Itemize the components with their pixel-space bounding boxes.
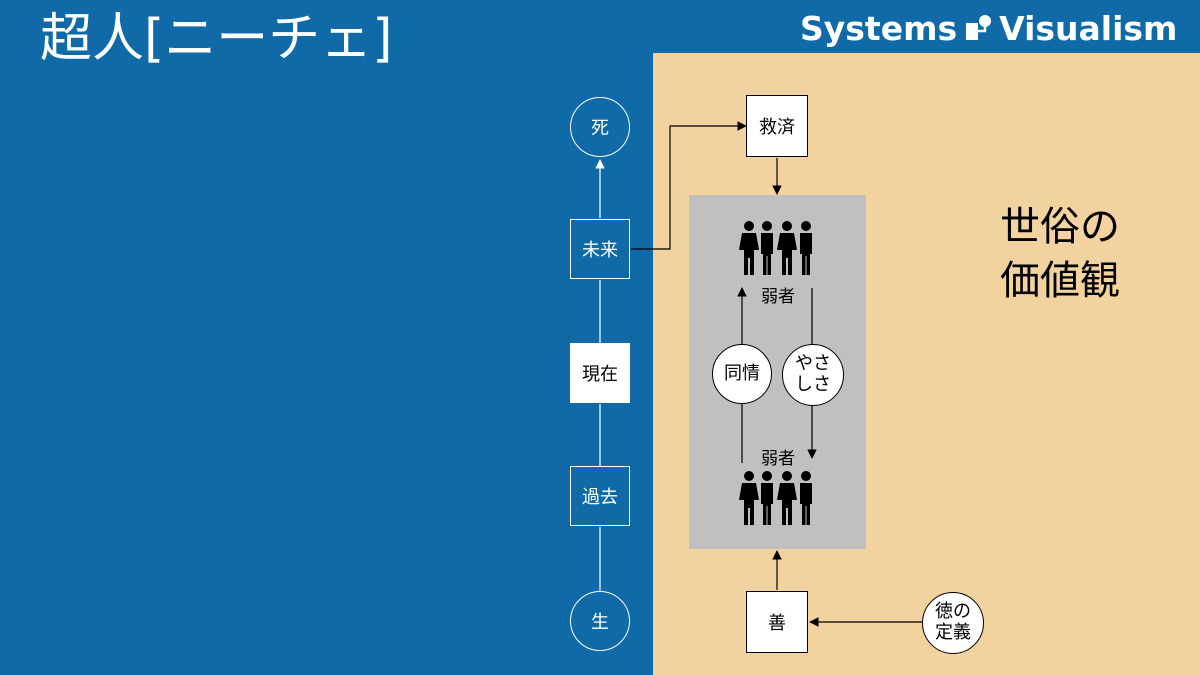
node-virtue-line2: 定義: [935, 622, 971, 643]
node-sympathy: 同情: [712, 344, 772, 404]
node-past-label: 過去: [582, 487, 618, 508]
node-virtue-definition: 徳の 定義: [922, 592, 984, 654]
label-weak-top: 弱者: [761, 287, 795, 307]
node-salvation: 救済: [746, 95, 808, 157]
node-good-label: 善: [768, 613, 786, 634]
worldly-values-title: 世俗の 価値観: [985, 200, 1135, 308]
systems-visualism-logo-icon: [966, 15, 992, 40]
node-good: 善: [746, 591, 808, 653]
worldly-values-line1: 世俗の: [1000, 204, 1120, 250]
node-past: 過去: [570, 466, 630, 526]
label-weak-bottom: 弱者: [761, 449, 795, 469]
node-kindness-line1: やさ: [795, 353, 831, 375]
node-virtue-line1: 徳の: [935, 601, 971, 623]
node-present-label: 現在: [582, 364, 618, 385]
worldly-values-line2: 価値観: [1000, 258, 1120, 304]
brand-logo: Systems Visualism: [800, 6, 1177, 50]
node-death-label: 死: [591, 118, 609, 139]
node-sympathy-label: 同情: [724, 362, 760, 384]
node-virtue-label: 徳の 定義: [935, 601, 971, 643]
node-kindness: やさ しさ: [782, 344, 844, 406]
brand-name-part2: Visualism: [999, 8, 1178, 48]
people-group-icon: [739, 221, 812, 275]
node-birth-label: 生: [591, 612, 609, 633]
node-death: 死: [570, 97, 630, 157]
node-future: 未来: [570, 219, 630, 279]
node-birth: 生: [570, 591, 630, 651]
brand-name-part1: Systems: [800, 8, 958, 48]
slide-title: 超人[ニーチェ]: [40, 9, 393, 69]
people-group-icon: [739, 471, 812, 525]
node-kindness-line2: しさ: [795, 374, 831, 395]
node-kindness-label: やさ しさ: [795, 353, 831, 395]
node-present: 現在: [570, 343, 630, 403]
arrow-future-to-salvation: [631, 121, 747, 250]
node-salvation-label: 救済: [759, 117, 795, 138]
node-future-label: 未来: [582, 240, 618, 261]
